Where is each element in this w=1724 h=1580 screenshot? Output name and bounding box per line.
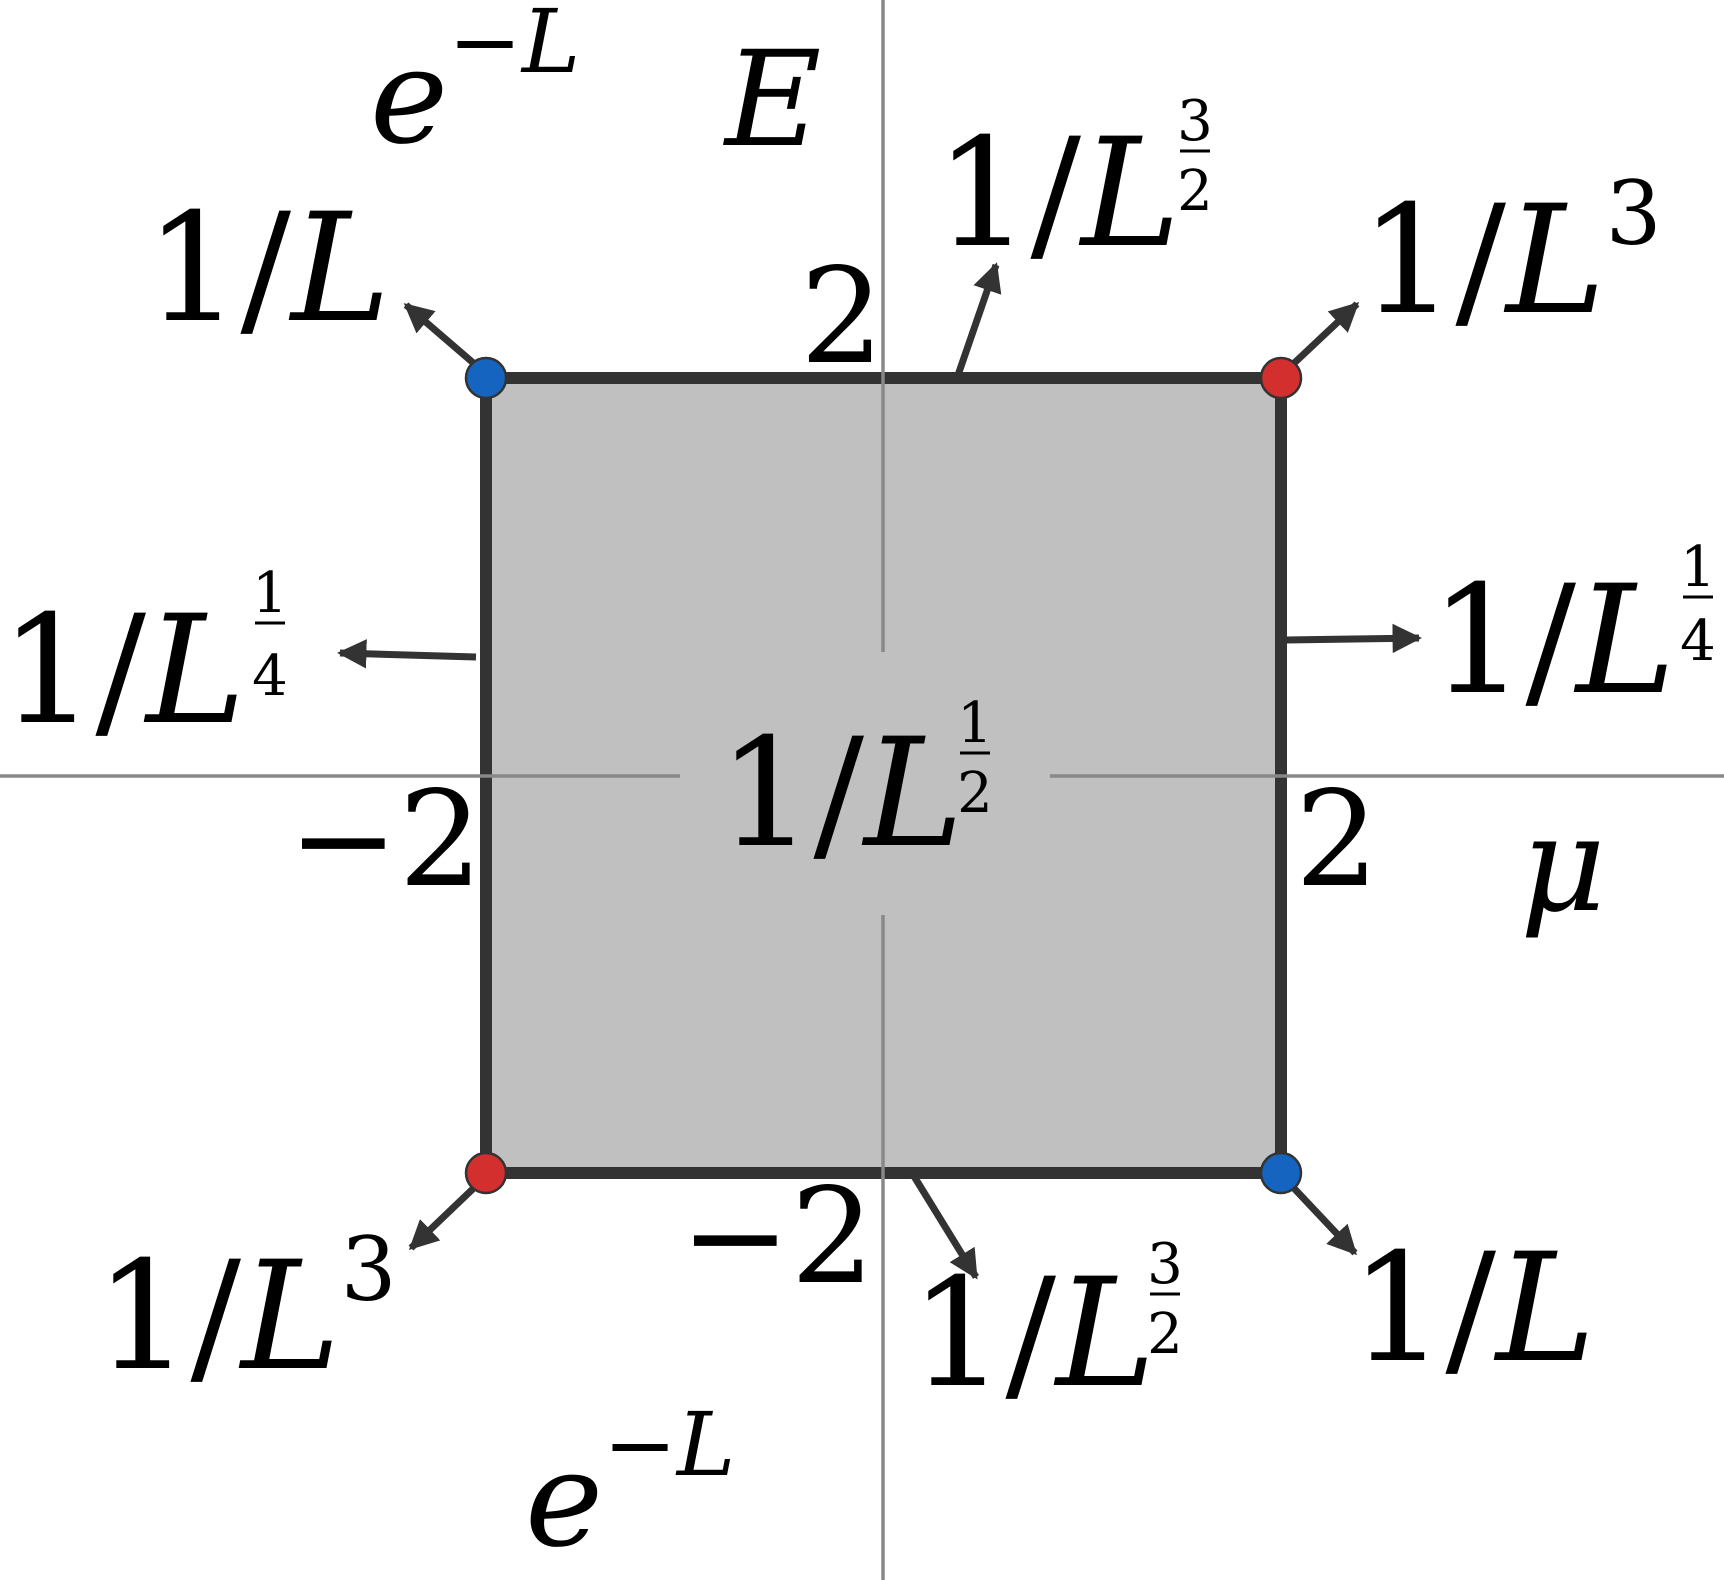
arrow-bottom-right <box>1287 1181 1358 1256</box>
svg-text:1/L: 1/L <box>1430 554 1676 728</box>
label-left-edge: 1/L 1 4 <box>0 561 288 758</box>
arrow-bottom-edge <box>909 1171 979 1280</box>
label-center: 1/L 1 2 <box>718 691 993 881</box>
label-bottom-right: 1/L <box>1350 1222 1596 1396</box>
label-bottom-edge: 1/L 3 2 <box>910 1232 1183 1421</box>
svg-text:4: 4 <box>252 644 288 709</box>
label-exp-bottom: e−L <box>525 1393 735 1577</box>
label-exp-top: e−L <box>370 0 580 174</box>
arrow-bottom-left <box>408 1181 481 1251</box>
arrow-top-right <box>1287 301 1360 370</box>
tick-bottom: −2 <box>680 1160 875 1314</box>
label-top-right: 1/L3 <box>1360 162 1662 348</box>
label-top-edge: 1/L 3 2 <box>935 89 1213 281</box>
corner-dot-top-right <box>1259 356 1303 400</box>
tick-top: 2 <box>800 240 884 394</box>
svg-text:1/L: 1/L <box>0 584 246 758</box>
corner-dot-bottom-right <box>1259 1151 1303 1195</box>
arrow-right-edge <box>1285 623 1422 654</box>
svg-text:2: 2 <box>1177 159 1213 224</box>
axis-label-mu: μ <box>1520 788 1606 942</box>
svg-text:4: 4 <box>1680 609 1716 674</box>
svg-text:1: 1 <box>1680 535 1716 600</box>
arrow-top-left <box>403 302 481 370</box>
svg-text:3: 3 <box>1177 89 1213 154</box>
arrow-left-edge <box>337 639 477 669</box>
corner-dot-top-left <box>464 356 508 400</box>
svg-text:2: 2 <box>957 761 993 826</box>
arrows <box>337 262 1422 1280</box>
tick-right: 2 <box>1295 763 1379 917</box>
axis-label-energy: E <box>723 23 821 177</box>
corner-dot-bottom-left <box>464 1151 508 1195</box>
label-top-left: 1/L <box>145 182 391 356</box>
svg-text:1: 1 <box>957 691 993 756</box>
svg-text:2: 2 <box>1147 1302 1183 1367</box>
tick-left: −2 <box>288 763 483 917</box>
label-bottom-left: 1/L3 <box>95 1218 397 1404</box>
svg-text:1: 1 <box>252 561 288 626</box>
svg-text:3: 3 <box>1147 1232 1183 1297</box>
svg-text:1/L: 1/L <box>935 107 1181 281</box>
svg-text:1/L: 1/L <box>718 707 964 881</box>
arrow-top-edge <box>953 262 1002 380</box>
label-right-edge: 1/L 1 4 <box>1430 535 1716 728</box>
svg-text:1/L: 1/L <box>910 1247 1156 1421</box>
